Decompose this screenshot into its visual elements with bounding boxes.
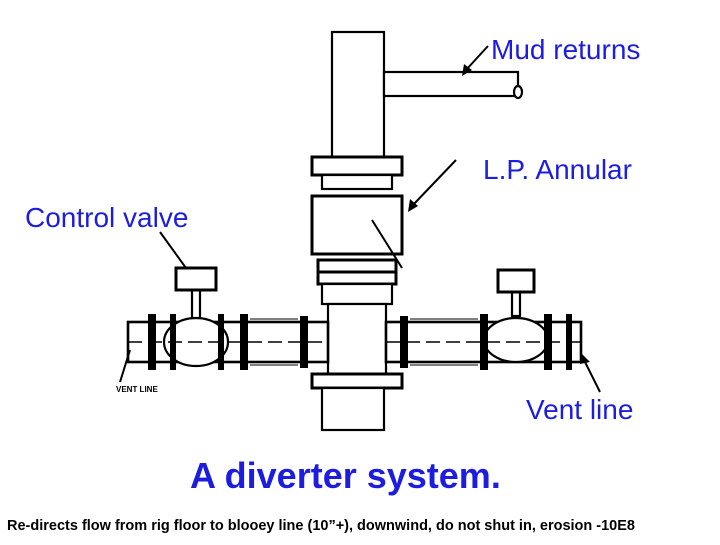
- vent-line-leader: [583, 359, 601, 393]
- lp-annular-label: L.P. Annular: [483, 154, 632, 185]
- diagram-title: A diverter system.: [190, 455, 501, 496]
- vent-line-drawing-leader: [119, 349, 131, 383]
- lp-annular-arrowhead: [408, 199, 418, 212]
- control-valve-leader: [159, 231, 187, 269]
- mud-return-pipe: [382, 70, 520, 98]
- vent-line-arrowhead: [580, 354, 590, 364]
- middle-flange-upper: [316, 258, 398, 274]
- lower-flange: [310, 372, 404, 390]
- middle-flange-lower: [316, 270, 398, 286]
- mud-return-pipe-end: [512, 84, 524, 100]
- right-valve-stem: [510, 288, 522, 318]
- middle-spool: [320, 282, 394, 306]
- upper-spool: [320, 173, 394, 191]
- right-valve-actuator: [496, 268, 536, 294]
- bolt: [400, 316, 408, 368]
- left-valve-actuator: [174, 266, 218, 292]
- vent-line-drawing-label: VENT LINE: [116, 385, 158, 394]
- cross-body-leader: [371, 219, 403, 269]
- cross-body: [326, 302, 388, 376]
- control-valve-label: Control valve: [25, 202, 189, 233]
- right-valve-ball: [482, 316, 550, 364]
- pipe-hatching: [250, 318, 478, 366]
- bolt: [240, 314, 248, 370]
- bolt: [480, 314, 488, 370]
- mud-returns-leader: [465, 45, 489, 71]
- footnote: Re-directs flow from rig floor to blooey…: [7, 518, 635, 534]
- bolt: [300, 316, 308, 368]
- upper-flange: [310, 155, 404, 177]
- vent-line-label: Vent line: [526, 394, 634, 425]
- mud-returns-arrowhead: [462, 64, 472, 76]
- mud-returns-label: Mud returns: [491, 34, 641, 65]
- stack-bottom-pipe: [320, 386, 386, 432]
- lp-annular-leader: [411, 159, 457, 207]
- stack-top-pipe: [330, 30, 386, 159]
- left-valve-stem: [190, 286, 202, 320]
